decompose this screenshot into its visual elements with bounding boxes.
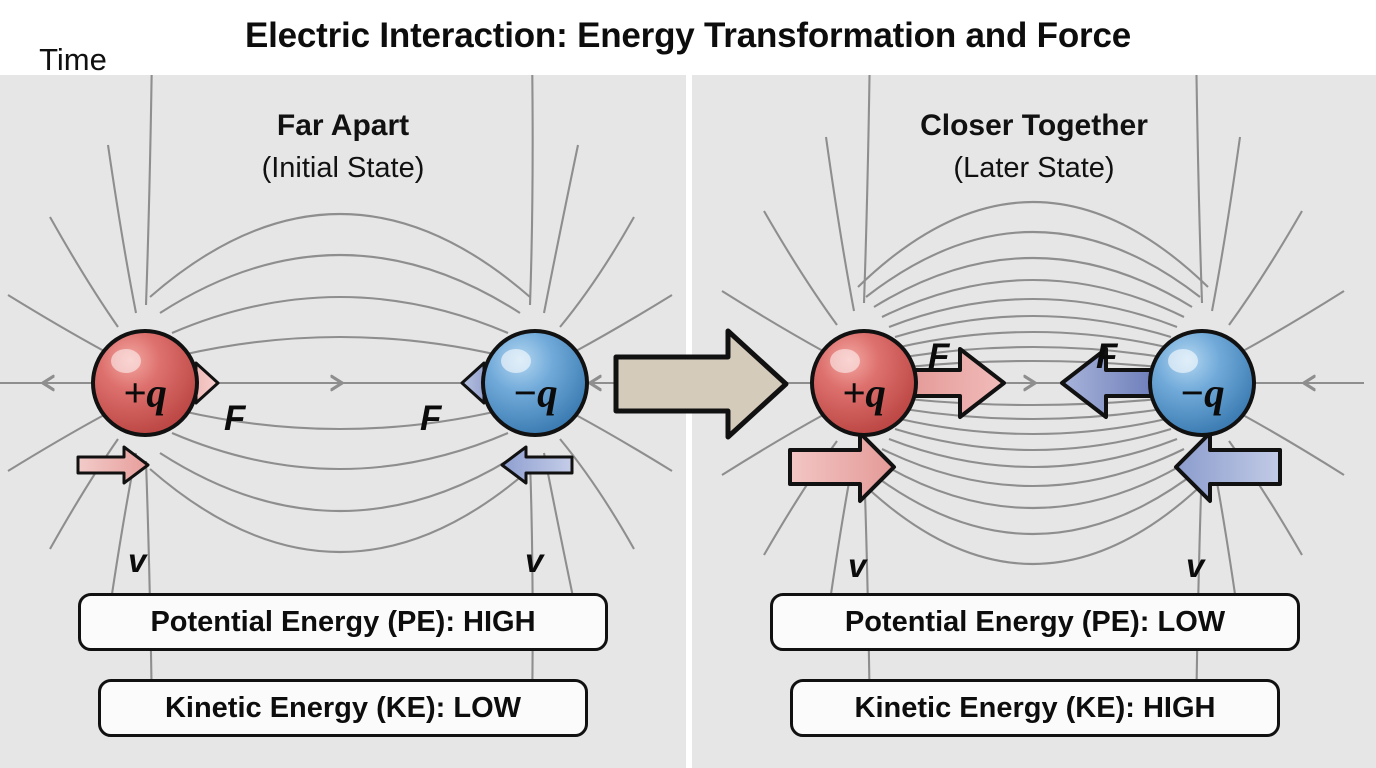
panel-initial-state: +q −q Far Apart (Initial State) F F v v … (0, 75, 686, 768)
time-transition-arrow (608, 325, 794, 443)
charge-positive-sphere (810, 329, 918, 437)
time-arrow-shape (613, 328, 789, 440)
force-label-positive: F (928, 337, 950, 376)
velocity-label-negative: v (525, 542, 544, 579)
velocity-arrow-negative (1174, 431, 1282, 503)
velocity-label-negative: v (1186, 547, 1205, 584)
charge-positive-sphere (91, 329, 199, 437)
panel-divider (686, 75, 692, 768)
energy-box-kinetic-initial: Kinetic Energy (KE): LOW (98, 679, 588, 737)
panel-heading-main: Closer Together (920, 109, 1148, 142)
charge-negative-label: −q (512, 369, 557, 415)
charge-negative-sphere (481, 329, 589, 437)
time-arrow-label: Time (39, 42, 107, 77)
field-diagram-initial: +q −q (0, 75, 673, 716)
field-diagram-later: +q −q (704, 75, 1364, 724)
panel-heading-sub: (Later State) (953, 152, 1115, 184)
velocity-arrow-positive (788, 431, 896, 503)
page-title: Electric Interaction: Energy Transformat… (244, 16, 1131, 55)
velocity-arrow-positive (76, 445, 150, 485)
energy-box-potential-later: Potential Energy (PE): LOW (770, 593, 1300, 651)
velocity-label-positive: v (128, 542, 147, 579)
charge-positive-label: +q (123, 369, 167, 415)
force-label-negative: F (1096, 337, 1118, 376)
panel-heading-later: Closer Together (Later State) (692, 105, 1376, 189)
energy-box-kinetic-later: Kinetic Energy (KE): HIGH (790, 679, 1280, 737)
force-label-negative: F (420, 399, 442, 438)
charge-positive-label: +q (842, 369, 886, 415)
panel-heading-sub: (Initial State) (261, 152, 425, 184)
panel-later-state: +q −q Closer Together (Later State) F F … (692, 75, 1376, 768)
force-label-positive: F (224, 399, 246, 438)
panel-heading-initial: Far Apart (Initial State) (0, 105, 686, 189)
charge-negative-sphere (1148, 329, 1256, 437)
velocity-arrow-negative (500, 445, 574, 485)
charge-negative-label: −q (1179, 369, 1224, 415)
energy-box-potential-initial: Potential Energy (PE): HIGH (78, 593, 608, 651)
panel-heading-main: Far Apart (276, 109, 410, 142)
field-lines-group (0, 75, 673, 716)
velocity-label-positive: v (848, 547, 867, 584)
